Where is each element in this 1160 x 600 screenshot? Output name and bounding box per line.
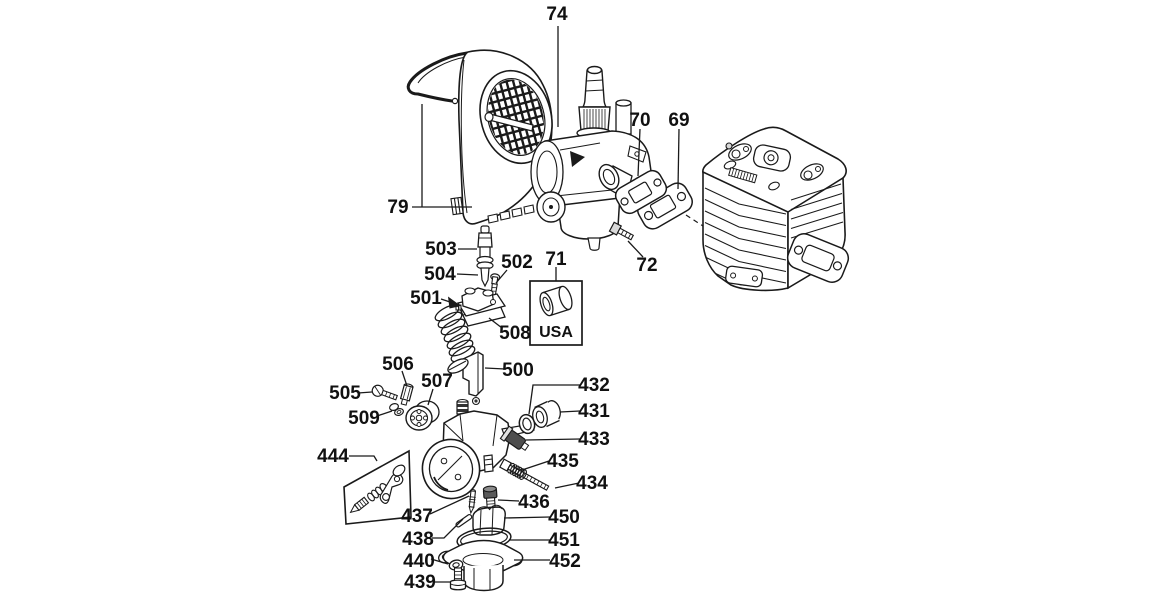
callout-502: 502 — [501, 252, 533, 273]
o-ring-432 — [518, 413, 536, 435]
arrowhead-501 — [448, 296, 461, 309]
throttle-drum-507 — [405, 400, 440, 431]
gasket-69 — [637, 182, 693, 230]
choke-rod — [484, 111, 534, 132]
callout-450: 450 — [548, 507, 580, 528]
bolt-72 — [608, 221, 635, 241]
leader-lines — [349, 26, 680, 583]
top-bolt-ear-right — [800, 163, 824, 181]
intake-flange — [725, 265, 764, 288]
callout-503: 503 — [425, 239, 457, 260]
callout-437: 437 — [401, 506, 433, 527]
callout-69: 69 — [668, 110, 689, 131]
callout-451: 451 — [548, 530, 580, 551]
callout-505: 505 — [329, 383, 361, 404]
pump-cover-disk — [536, 191, 566, 223]
callout-506: 506 — [382, 354, 414, 375]
callout-435: 435 — [547, 451, 579, 472]
cover-latch — [450, 196, 464, 216]
needle-valve-kit-444 — [343, 449, 412, 525]
bowl-screw-439 — [449, 567, 467, 591]
callout-439: 439 — [404, 572, 436, 593]
fuel-inlet-wedge — [570, 151, 585, 167]
exhaust-flange — [786, 233, 850, 283]
callout-438: 438 — [402, 529, 434, 550]
bushing-431 — [532, 400, 561, 428]
callout-440: 440 — [403, 551, 435, 572]
screw-436 — [482, 485, 498, 510]
usa-label: USA — [539, 324, 573, 341]
callout-70: 70 — [629, 110, 650, 131]
callout-79: 79 — [387, 197, 408, 218]
idle-screw-434 — [499, 458, 550, 491]
cover-vent-slots — [487, 204, 535, 224]
callout-433: 433 — [578, 429, 610, 450]
top-bolt-ear-left — [725, 142, 752, 161]
bottom-nipple — [483, 454, 494, 473]
mounting-dash-line — [685, 214, 704, 227]
callout-508: 508 — [499, 323, 531, 344]
banjo-screw-433 — [499, 425, 530, 452]
imprint-strip — [728, 166, 758, 184]
bracket-501 — [455, 287, 507, 317]
metering-needle-503-504 — [476, 225, 494, 288]
usa-kit-71: USA — [529, 280, 583, 346]
air-horn-ring — [421, 438, 481, 500]
choke-plate-500 — [447, 351, 484, 397]
metering-spring — [434, 304, 476, 363]
callout-74: 74 — [546, 4, 568, 25]
callout-504: 504 — [424, 264, 456, 285]
needle-437 — [468, 489, 477, 515]
callout-452: 452 — [549, 551, 581, 572]
callout-labels: 74 79 70 69 72 503 504 502 501 508 71 50… — [317, 4, 689, 593]
callout-500: 500 — [502, 360, 534, 381]
callout-432: 432 — [578, 375, 610, 396]
callout-444: 444 — [317, 446, 349, 467]
insulator-70 — [614, 169, 668, 215]
cylinder — [702, 126, 850, 292]
callout-71: 71 — [545, 249, 567, 270]
callout-509: 509 — [348, 408, 380, 429]
float-pin-438 — [455, 514, 473, 528]
callout-434: 434 — [576, 473, 608, 494]
screw-505 — [371, 384, 398, 401]
callout-501: 501 — [410, 288, 442, 309]
callout-72: 72 — [636, 255, 657, 276]
bail-handle-wire — [406, 51, 469, 103]
air-cleaner-cover — [406, 49, 553, 225]
callout-431: 431 — [578, 401, 610, 422]
spring-435 — [507, 462, 527, 480]
spark-plug-boss — [752, 144, 792, 172]
float-450 — [472, 504, 506, 536]
callout-436: 436 — [518, 492, 550, 513]
callout-507: 507 — [421, 371, 453, 392]
washers-509 — [389, 403, 404, 416]
shaft-506 — [399, 383, 414, 406]
